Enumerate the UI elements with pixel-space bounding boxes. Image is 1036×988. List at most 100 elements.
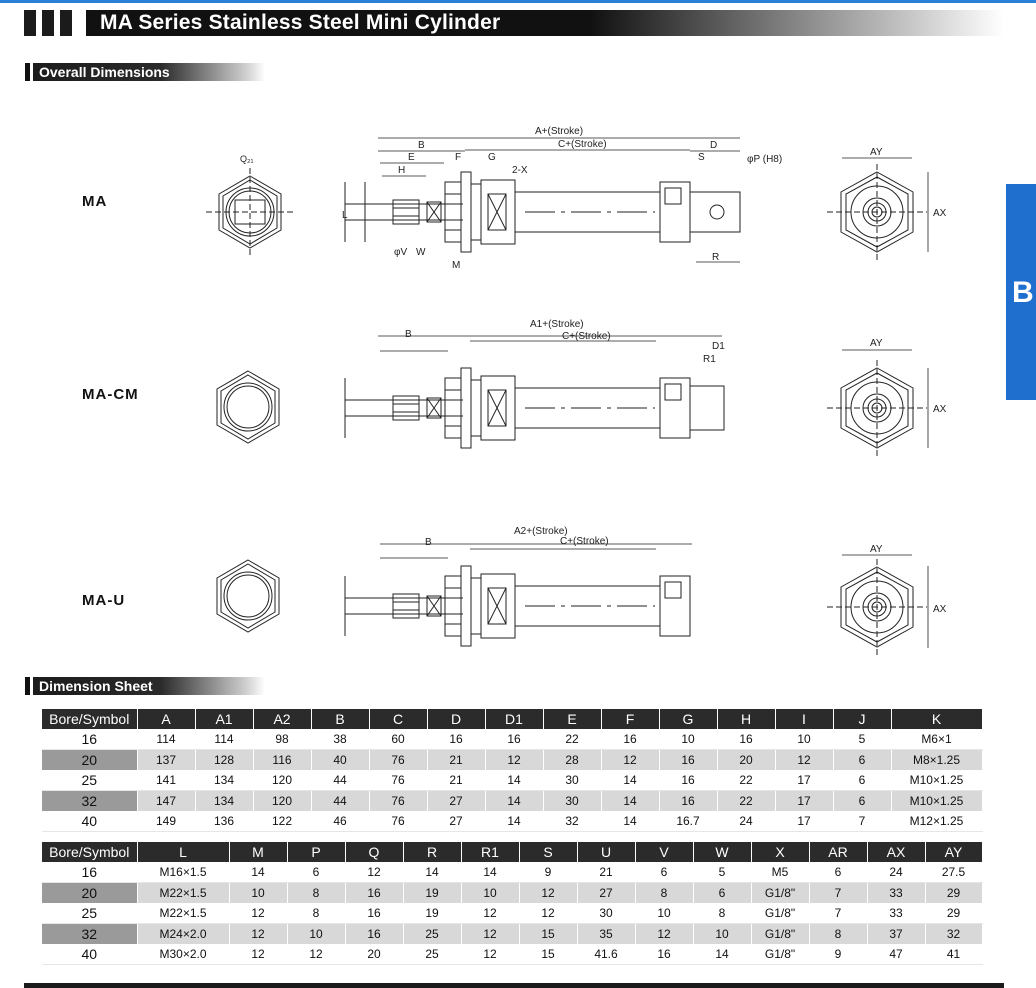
table-cell: 137 bbox=[137, 749, 196, 770]
side-tab-label: B bbox=[1012, 276, 1034, 309]
column-header: D1 bbox=[485, 709, 544, 729]
table-cell: 16 bbox=[345, 882, 404, 903]
table-cell: 33 bbox=[867, 903, 926, 924]
bore-cell: 40 bbox=[42, 944, 138, 965]
section-sheet-header: Dimension Sheet bbox=[25, 677, 265, 695]
table-cell: 120 bbox=[253, 770, 312, 791]
label-b: B bbox=[418, 140, 425, 151]
section-gradient bbox=[33, 677, 265, 695]
table-cell: 116 bbox=[253, 749, 312, 770]
table-cell: 12 bbox=[229, 944, 288, 965]
table-cell: 16 bbox=[659, 749, 718, 770]
table-cell: 16 bbox=[659, 770, 718, 791]
title-bar: MA Series Stainless Steel Mini Cylinder bbox=[24, 10, 1004, 36]
column-header: G bbox=[659, 709, 718, 729]
table-cell: 8 bbox=[287, 903, 346, 924]
label-l: L bbox=[342, 210, 348, 221]
ma-u-front-view bbox=[216, 559, 280, 633]
column-header: U bbox=[577, 842, 636, 862]
table-cell: 76 bbox=[369, 770, 428, 791]
table-cell: 60 bbox=[369, 729, 428, 750]
table-cell: 141 bbox=[137, 770, 196, 791]
label-ax-cm: AX bbox=[933, 404, 947, 415]
table-cell: M30×2.0 bbox=[137, 944, 230, 965]
table-cell: 28 bbox=[543, 749, 602, 770]
table-cell: 22 bbox=[717, 770, 776, 791]
table-cell: 32 bbox=[543, 811, 602, 832]
column-header: A1 bbox=[195, 709, 254, 729]
ma-cm-side-view bbox=[344, 367, 725, 449]
table-cell: 14 bbox=[403, 862, 462, 883]
table-cell: 149 bbox=[137, 811, 196, 832]
bore-cell: 25 bbox=[42, 903, 138, 924]
ma-u-end-view bbox=[826, 558, 928, 656]
column-header: V bbox=[635, 842, 694, 862]
label-a1-stroke: A1+(Stroke) bbox=[530, 319, 584, 330]
title-gradient bbox=[86, 10, 1004, 36]
label-a2-stroke: A2+(Stroke) bbox=[514, 526, 568, 537]
table-cell: 21 bbox=[427, 770, 486, 791]
table-cell: 7 bbox=[809, 882, 868, 903]
column-header: Q bbox=[345, 842, 404, 862]
table-cell: 9 bbox=[519, 862, 578, 883]
column-header: K bbox=[891, 709, 983, 729]
table-cell: 30 bbox=[543, 790, 602, 811]
column-header: D bbox=[427, 709, 486, 729]
table-cell: 47 bbox=[867, 944, 926, 965]
title-block-1 bbox=[24, 10, 36, 36]
table-cell: 16 bbox=[485, 729, 544, 750]
table-cell: 7 bbox=[809, 903, 868, 924]
table-cell: 25 bbox=[403, 944, 462, 965]
table-cell: 16 bbox=[717, 729, 776, 750]
table-cell: 16 bbox=[427, 729, 486, 750]
side-tab[interactable]: B bbox=[1006, 184, 1036, 400]
label-g: G bbox=[488, 152, 496, 163]
table-cell: 10 bbox=[287, 923, 346, 944]
section-sheet-title: Dimension Sheet bbox=[39, 678, 153, 694]
table-cell: 14 bbox=[485, 770, 544, 791]
column-header: AR bbox=[809, 842, 868, 862]
table-cell: 17 bbox=[775, 790, 834, 811]
section-overall-title: Overall Dimensions bbox=[39, 64, 170, 80]
page-title: MA Series Stainless Steel Mini Cylinder bbox=[100, 11, 501, 34]
section-bar bbox=[25, 677, 30, 695]
column-header: R1 bbox=[461, 842, 520, 862]
table-cell: G1/8" bbox=[751, 903, 810, 924]
table-cell: 21 bbox=[577, 862, 636, 883]
title-block-2 bbox=[42, 10, 54, 36]
table-cell: 30 bbox=[543, 770, 602, 791]
table-cell: 5 bbox=[833, 729, 892, 750]
ma-cm-end-view bbox=[826, 359, 928, 457]
table-cell: 6 bbox=[833, 749, 892, 770]
table-cell: 114 bbox=[137, 729, 196, 750]
table-cell: 35 bbox=[577, 923, 636, 944]
column-header: I bbox=[775, 709, 834, 729]
table-cell: 19 bbox=[403, 882, 462, 903]
table-cell: 12 bbox=[519, 903, 578, 924]
table-cell: 46 bbox=[311, 811, 370, 832]
table-cell: 27 bbox=[577, 882, 636, 903]
label-c-stroke-u: C+(Stroke) bbox=[560, 536, 609, 547]
table-cell: 32 bbox=[925, 923, 983, 944]
top-accent-line bbox=[0, 0, 1036, 3]
label-c-stroke: C+(Stroke) bbox=[558, 139, 607, 150]
table-cell: 38 bbox=[311, 729, 370, 750]
table-cell: 5 bbox=[693, 862, 752, 883]
table-cell: 147 bbox=[137, 790, 196, 811]
table-cell: 24 bbox=[867, 862, 926, 883]
column-header: W bbox=[693, 842, 752, 862]
column-header: A bbox=[137, 709, 196, 729]
section-overall-header: Overall Dimensions bbox=[25, 63, 265, 81]
table-cell: 12 bbox=[345, 862, 404, 883]
table-cell: 7 bbox=[833, 811, 892, 832]
column-header: H bbox=[717, 709, 776, 729]
bottom-bar bbox=[24, 983, 1004, 988]
label-e: E bbox=[408, 152, 415, 163]
